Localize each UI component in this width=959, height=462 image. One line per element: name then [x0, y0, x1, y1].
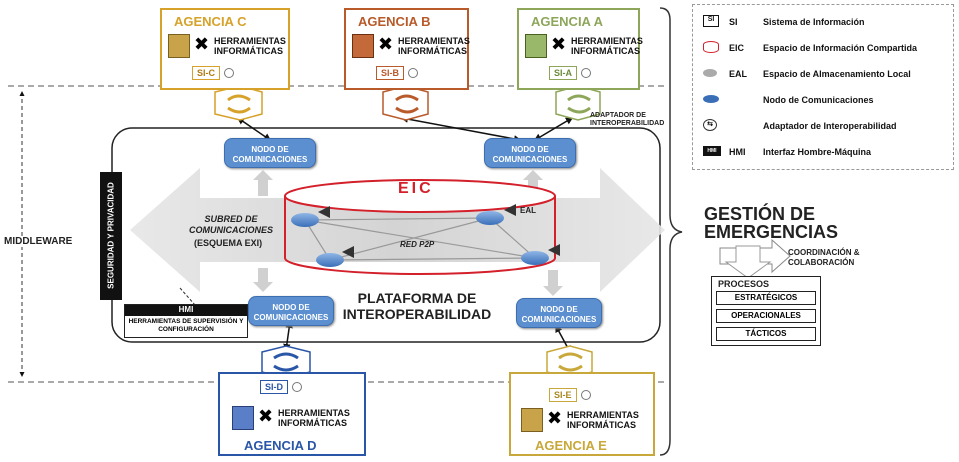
agency-d-title: AGENCIA D [244, 438, 317, 453]
node-bottom-left: NODO DE COMUNICACIONES [248, 296, 334, 326]
agency-c-title: AGENCIA C [174, 14, 247, 29]
node-top-right: NODO DE COMUNICACIONES [484, 138, 576, 168]
seguridad-label: SEGURIDAD Y PRIVACIDAD [106, 182, 116, 289]
tools-icon: ✖ [194, 34, 210, 54]
agency-a-title: AGENCIA A [531, 14, 603, 29]
adaptador-label: ADAPTADOR DE INTEROPERABILIDAD [590, 112, 665, 127]
plataforma-label: PLATAFORMA DE INTEROPERABILIDAD [342, 290, 492, 322]
tools-icon: ✖ [378, 34, 394, 54]
disk-icon [581, 390, 591, 400]
agency-b-si: SI-B [376, 66, 404, 80]
building-icon [232, 406, 254, 430]
disk-icon [408, 68, 418, 78]
agency-c: AGENCIA C ✖ HERRAMIENTAS INFORMÁTICAS SI… [160, 8, 290, 90]
disk-icon [292, 382, 302, 392]
hmi-box: HMI HERRAMIENTAS DE SUPERVISIÓN Y CONFIG… [124, 304, 248, 338]
proceso-estrategicos: ESTRATÉGICOS [716, 291, 816, 305]
agency-e-tools: HERRAMIENTAS INFORMÁTICAS [567, 410, 639, 430]
eic-cylinder-body [284, 196, 556, 275]
agency-a: AGENCIA A ✖ HERRAMIENTAS INFORMÁTICAS SI… [517, 8, 643, 90]
esquema-label: (ESQUEMA EXI) [194, 238, 263, 248]
hmi-icon: HMI [703, 146, 721, 156]
building-icon [168, 34, 190, 58]
agency-a-si: SI-A [549, 66, 577, 80]
eic-label: EIC [398, 180, 434, 197]
subred-label: SUBRED DE COMUNICACIONES [188, 214, 273, 235]
agency-d: SI-D ✖ HERRAMIENTAS INFORMÁTICAS AGENCIA… [218, 372, 366, 456]
agency-c-si: SI-C [192, 66, 220, 80]
gestion-title-1: GESTIÓN DE [704, 204, 816, 224]
node-top-left: NODO DE COMUNICACIONES [224, 138, 316, 168]
coord-label-1: COORDINACIÓN & [788, 248, 860, 257]
building-icon [521, 408, 543, 432]
proceso-operacionales: OPERACIONALES [716, 309, 816, 323]
si-box-icon: SI [703, 15, 719, 27]
building-icon [352, 34, 374, 58]
disk-gray-icon [703, 69, 717, 77]
tools-icon: ✖ [547, 408, 563, 428]
agency-d-si: SI-D [260, 380, 288, 394]
tools-icon: ✖ [258, 406, 274, 426]
disk-icon [581, 68, 591, 78]
red-p2p-label: RED P2P [400, 240, 435, 249]
node-bottom-right: NODO DE COMUNICACIONES [516, 298, 602, 328]
proceso-tacticos: TÁCTICOS [716, 327, 816, 341]
agency-b-tools: HERRAMIENTAS INFORMÁTICAS [398, 36, 470, 56]
hmi-desc: HERRAMIENTAS DE SUPERVISIÓN Y CONFIGURAC… [128, 318, 244, 333]
building-icon [525, 34, 547, 58]
cylinder-red-icon [703, 41, 719, 53]
p2p-nodes [291, 204, 560, 267]
middleware-label: MIDDLEWARE [2, 236, 75, 247]
hmi-label: HMI [125, 305, 247, 316]
eal-label: EAL [520, 206, 536, 215]
agency-b: AGENCIA B ✖ HERRAMIENTAS INFORMÁTICAS SI… [344, 8, 470, 90]
tools-icon: ✖ [551, 34, 567, 54]
right-brace [659, 7, 683, 456]
agency-a-tools: HERRAMIENTAS INFORMÁTICAS [571, 36, 643, 56]
agency-e-title: AGENCIA E [535, 438, 607, 453]
seguridad-bar [100, 172, 122, 300]
procesos-box: PROCESOS ESTRATÉGICOS OPERACIONALES TÁCT… [711, 276, 821, 346]
agency-e: SI-E ✖ HERRAMIENTAS INFORMÁTICAS AGENCIA… [509, 372, 655, 456]
disk-icon [224, 68, 234, 78]
adapter-icon: ⇆ [703, 119, 717, 131]
legend: SI SI Sistema de Información EIC Espacio… [692, 4, 954, 170]
agency-c-tools: HERRAMIENTAS INFORMÁTICAS [214, 36, 286, 56]
gestion-title-2: EMERGENCIAS [704, 222, 839, 242]
agency-b-title: AGENCIA B [358, 14, 431, 29]
coord-label-2: COLABORACIÓN [788, 258, 855, 267]
node-blue-icon [703, 95, 719, 103]
agency-e-si: SI-E [549, 388, 577, 402]
procesos-title: PROCESOS [718, 279, 770, 289]
adapter-hexagons [214, 85, 601, 379]
agency-d-tools: HERRAMIENTAS INFORMÁTICAS [278, 408, 350, 428]
